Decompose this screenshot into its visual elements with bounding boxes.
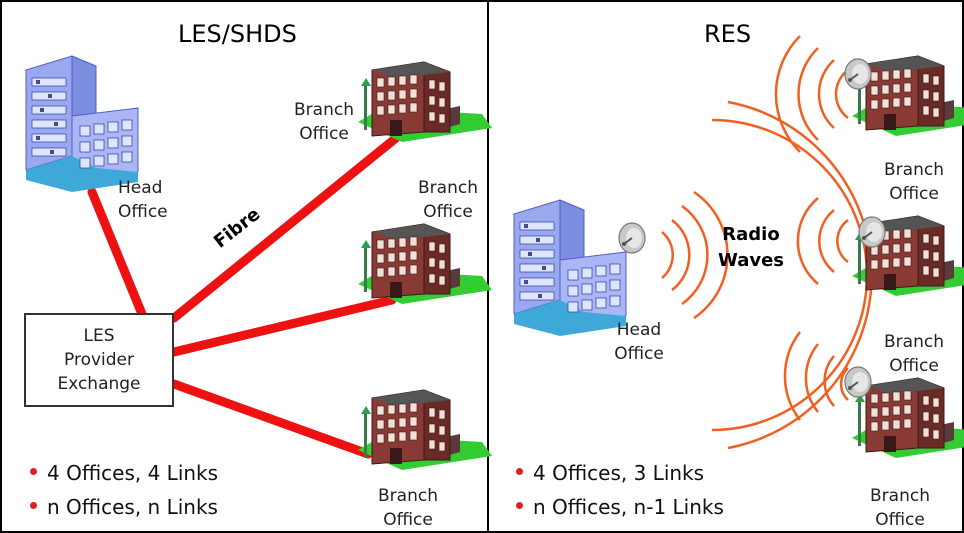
branch-office-label-right-2: Branch Office	[884, 332, 944, 376]
head-office-label-right: Head Office	[614, 320, 664, 364]
left-panel-title: LES/SHDS	[178, 20, 297, 48]
dish-icon-branch-1	[844, 58, 872, 90]
les-provider-exchange: LES Provider Exchange	[24, 313, 174, 407]
bullet-item: n Offices, n-1 Links	[516, 490, 724, 524]
branch-office-label-right-3: Branch Office	[870, 486, 930, 530]
head-office-building-right	[513, 199, 627, 337]
bullet-item: 4 Offices, 3 Links	[516, 456, 724, 490]
left-bullets: 4 Offices, 4 Links n Offices, n Links	[30, 456, 218, 524]
branch-building-left-2	[357, 223, 493, 305]
dish-icon-branch-2	[858, 216, 886, 248]
radio-waves-label: Radio Waves	[718, 224, 785, 271]
bullet-item: 4 Offices, 4 Links	[30, 456, 218, 490]
branch-building-left-3	[357, 389, 493, 471]
head-office-label-left: Head Office	[118, 178, 168, 222]
right-bullets: 4 Offices, 3 Links n Offices, n-1 Links	[516, 456, 724, 524]
branch-office-label-left-2: Branch Office	[418, 178, 478, 222]
right-panel-title: RES	[704, 20, 752, 48]
branch-building-left-1	[357, 61, 493, 143]
bullet-item: n Offices, n Links	[30, 490, 218, 524]
head-office-building-left	[25, 55, 139, 193]
branch-office-label-right-1: Branch Office	[884, 160, 944, 204]
branch-office-label-left-1: Branch Office	[294, 100, 354, 144]
dish-icon-head-office	[618, 222, 646, 254]
fibre-links	[87, 133, 401, 459]
branch-office-label-left-3: Branch Office	[378, 486, 438, 530]
